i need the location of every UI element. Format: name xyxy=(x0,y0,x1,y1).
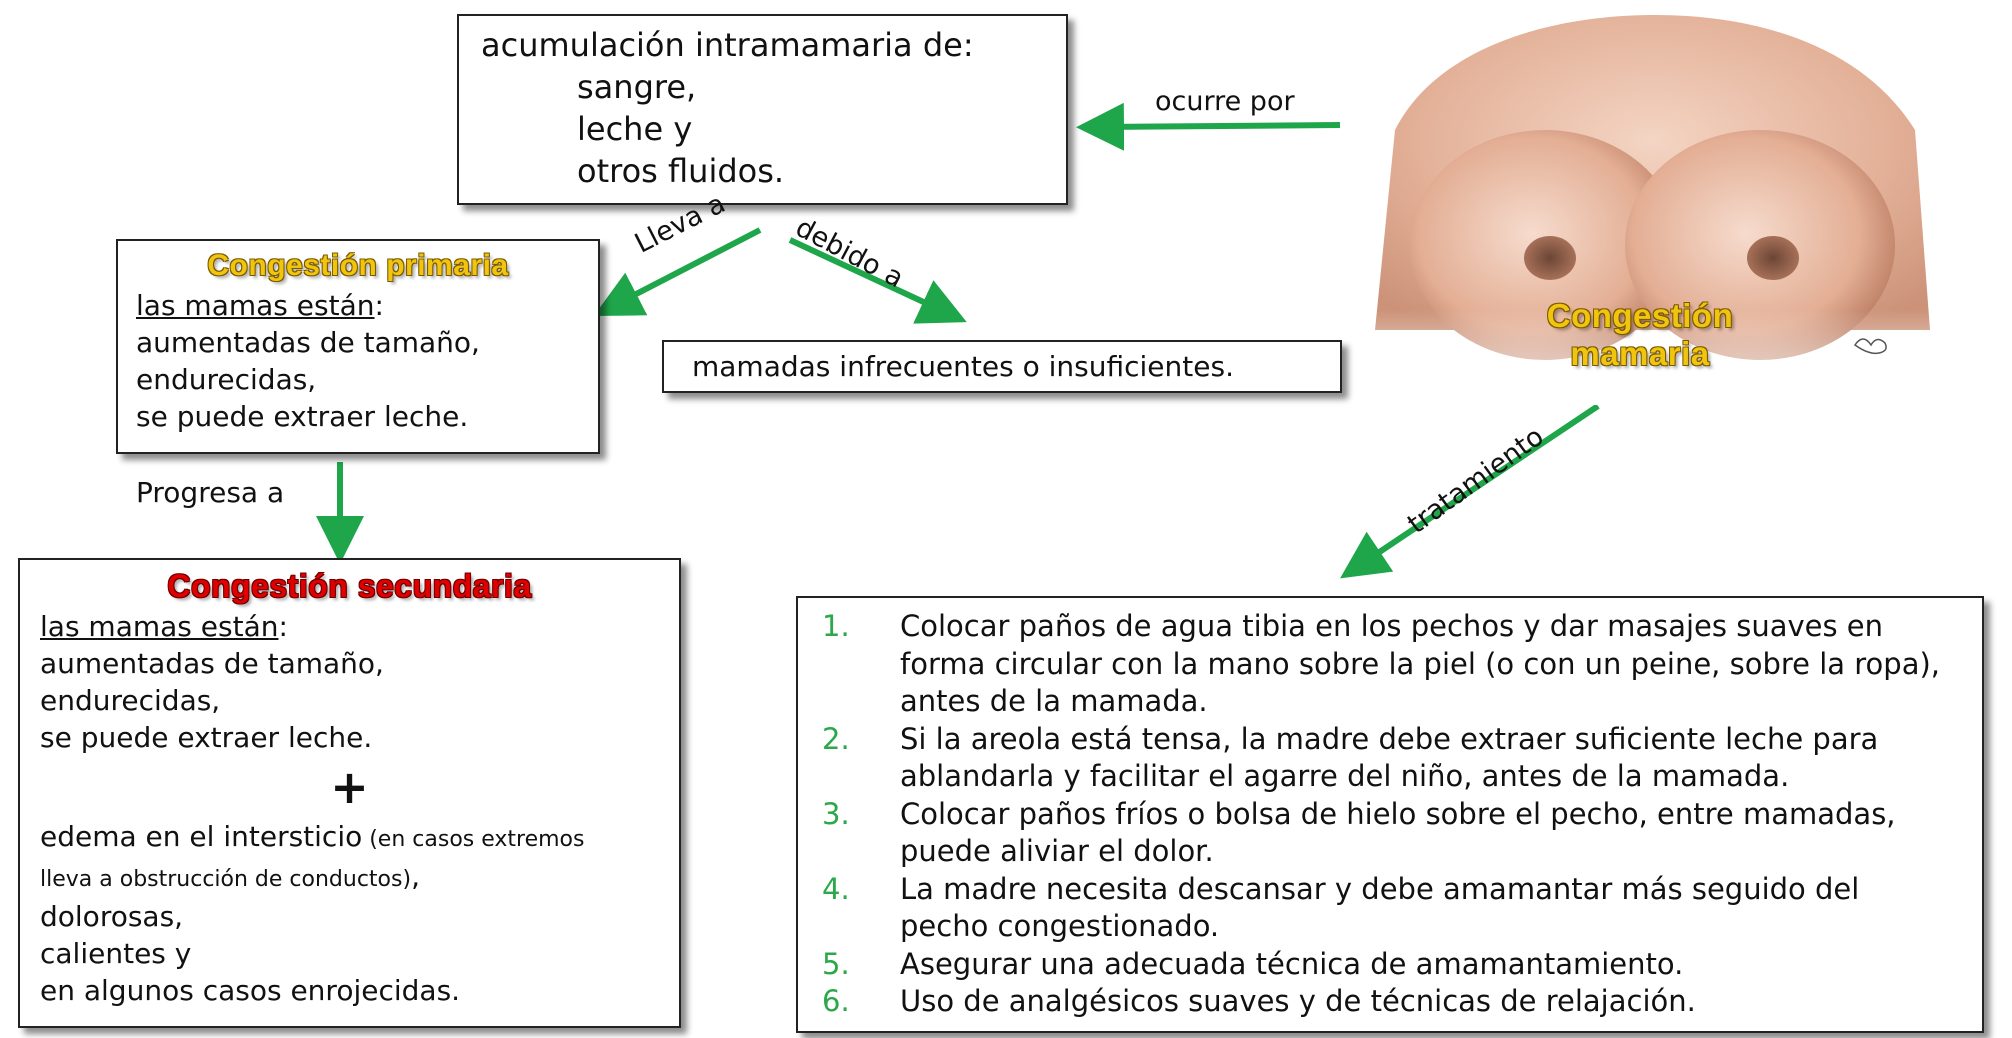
secondary-extra: edema en el intersticio (en casos extrem… xyxy=(40,818,659,858)
treatment-text: Colocar paños fríos o bolsa de hielo sob… xyxy=(900,796,1896,869)
treatment-item: 4. La madre necesita descansar y debe ama… xyxy=(808,871,1952,946)
main-topic-title: Congestión mamaria xyxy=(1480,297,1800,373)
secondary-extra-tail: , xyxy=(411,860,420,893)
treatment-text: Colocar paños de agua tibia en los pecho… xyxy=(900,609,1941,718)
treatment-number: 2. xyxy=(822,721,850,756)
secondary-line: endurecidas, xyxy=(40,684,221,717)
label-progresa-a: Progresa a xyxy=(136,476,285,509)
secondary-intro-colon: : xyxy=(278,610,288,643)
plus-sign: + xyxy=(330,760,369,814)
treatment-box: 1. Colocar paños de agua tibia en los pec… xyxy=(796,596,1984,1033)
secondary-extra-note1: (en casos extremos xyxy=(362,827,585,852)
treatment-list: 1. Colocar paños de agua tibia en los pec… xyxy=(808,608,1952,1021)
treatment-item: 3. Colocar paños fríos o bolsa de hielo s… xyxy=(808,796,1952,871)
cause-text: mamadas infrecuentes o insuficientes. xyxy=(692,350,1234,383)
treatment-number: 5. xyxy=(822,946,850,981)
treatment-item: 2. Si la areola está tensa, la madre debe… xyxy=(808,721,1952,796)
treatment-text: Uso de analgésicos suaves y de técnicas … xyxy=(900,984,1696,1018)
definition-line: otros fluidos. xyxy=(577,152,785,190)
treatment-item: 1. Colocar paños de agua tibia en los pec… xyxy=(808,608,1952,721)
treatment-number: 4. xyxy=(822,871,850,906)
breasts-illustration xyxy=(1375,10,1930,405)
treatment-text: La madre necesita descansar y debe amama… xyxy=(900,871,1860,944)
main-topic-line2: mamaria xyxy=(1570,335,1710,372)
primary-line: aumentadas de tamaño, xyxy=(136,326,480,359)
primary-intro-colon: : xyxy=(374,289,384,322)
definition-box: acumulación intramamaria de: sangre, lec… xyxy=(457,14,1068,205)
treatment-text: Si la areola está tensa, la madre debe e… xyxy=(900,721,1879,794)
treatment-number: 6. xyxy=(822,984,850,1018)
arrow-ocurre-por xyxy=(1076,102,1341,151)
arrow-debido-a xyxy=(788,237,967,324)
primary-line: endurecidas, xyxy=(136,363,317,396)
secondary-extra-cont: lleva a obstrucción de conductos), xyxy=(40,858,659,898)
secondary-extra-main: edema en el intersticio xyxy=(40,820,363,853)
primary-intro: las mamas están: xyxy=(136,287,580,324)
definition-line: acumulación intramamaria de: xyxy=(481,26,974,64)
definition-line: leche y xyxy=(577,110,693,148)
secondary-congestion-box: Congestión secundaria las mamas están: a… xyxy=(18,558,681,1028)
secondary-intro-text: las mamas están xyxy=(40,610,279,643)
primary-line: se puede extraer leche. xyxy=(136,400,469,433)
secondary-line: se puede extraer leche. xyxy=(40,721,373,754)
definition-line: sangre, xyxy=(577,68,697,106)
arrow-tratamiento xyxy=(1340,403,1600,579)
treatment-item: 6. Uso de analgésicos suaves y de técnica… xyxy=(808,983,1952,1021)
secondary-extra-note2: lleva a obstrucción de conductos) xyxy=(40,867,412,892)
breasts-illustration-icon xyxy=(1375,15,1930,405)
label-ocurre-por: ocurre por xyxy=(1155,86,1295,117)
arrow-lleva-a xyxy=(593,227,762,317)
secondary-intro: las mamas están: xyxy=(40,608,659,645)
treatment-item: 5. Asegurar una adecuada técnica de amama… xyxy=(808,946,1952,984)
secondary-more-line: dolorosas, xyxy=(40,900,184,933)
secondary-more-line: calientes y xyxy=(40,937,192,970)
treatment-number: 3. xyxy=(822,796,850,831)
secondary-title: Congestión secundaria xyxy=(167,568,532,604)
treatment-number: 1. xyxy=(822,609,850,643)
primary-congestion-box: Congestión primaria las mamas están: aum… xyxy=(116,239,600,454)
secondary-more-line: en algunos casos enrojecidas. xyxy=(40,974,461,1007)
treatment-text: Asegurar una adecuada técnica de amamant… xyxy=(900,946,1684,981)
primary-intro-text: las mamas están xyxy=(136,289,375,322)
secondary-line: aumentadas de tamaño, xyxy=(40,647,384,680)
primary-title: Congestión primaria xyxy=(207,249,509,282)
cause-box: mamadas infrecuentes o insuficientes. xyxy=(662,340,1342,393)
main-topic-line1: Congestión xyxy=(1546,297,1734,334)
